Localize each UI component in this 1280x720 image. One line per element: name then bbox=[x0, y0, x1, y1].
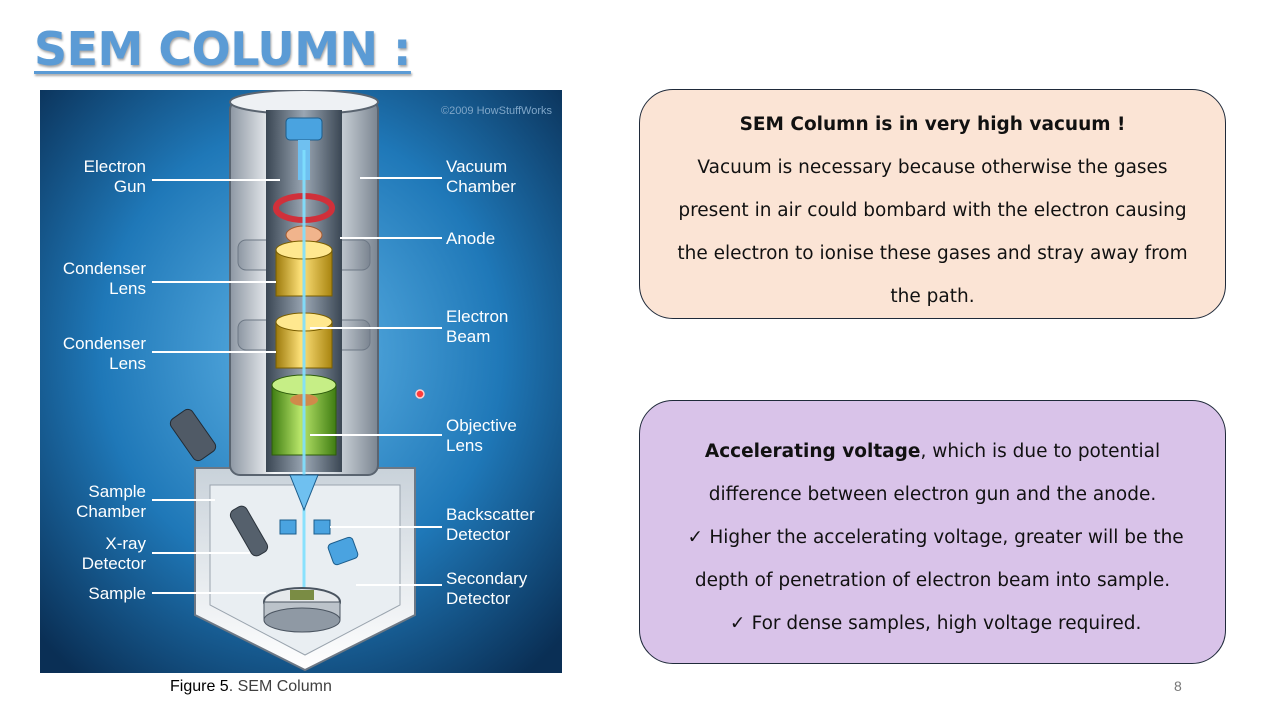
figure-caption: Figure 5. SEM Column bbox=[170, 678, 332, 696]
pointer-dot bbox=[415, 389, 425, 399]
label-anode: Anode bbox=[446, 229, 495, 248]
label-xray-detector-1: X-ray bbox=[105, 534, 146, 553]
label-electron-gun-1: Electron bbox=[84, 157, 146, 176]
voltage-lead-rest: , which is due to potential difference b… bbox=[708, 441, 1161, 505]
page-number: 8 bbox=[1174, 678, 1182, 694]
xray-detector-part bbox=[229, 505, 269, 557]
label-electron-beam-1: Electron bbox=[446, 307, 508, 326]
vacuum-info-box: SEM Column is in very high vacuum ! Vacu… bbox=[639, 89, 1226, 319]
label-condenser-lens-1a: Condenser bbox=[63, 259, 147, 278]
voltage-lead: Accelerating voltage, which is due to po… bbox=[658, 430, 1207, 516]
label-condenser-lens-2a: Condenser bbox=[63, 334, 147, 353]
label-vacuum-chamber-2: Chamber bbox=[446, 177, 516, 196]
figure-caption-label: Figure 5 bbox=[170, 678, 229, 695]
sem-column-figure: ©2009 HowStuffWorks Electron Gun Condens… bbox=[40, 90, 562, 673]
voltage-point-2: ✓For dense samples, high voltage require… bbox=[658, 602, 1207, 645]
label-sample: Sample bbox=[88, 584, 146, 603]
label-secondary-detector-1: Secondary bbox=[446, 569, 528, 588]
label-condenser-lens-2b: Lens bbox=[109, 354, 146, 373]
secondary-detector-part bbox=[327, 536, 359, 566]
label-electron-beam-2: Beam bbox=[446, 327, 490, 346]
label-backscatter-detector-1: Backscatter bbox=[446, 505, 535, 524]
check-mark-icon: ✓ bbox=[687, 527, 704, 548]
voltage-lead-bold: Accelerating voltage bbox=[704, 441, 921, 462]
figure-copyright: ©2009 HowStuffWorks bbox=[441, 105, 553, 117]
top-left-detector-part bbox=[169, 408, 217, 462]
label-sample-chamber-1: Sample bbox=[88, 482, 146, 501]
label-electron-gun-2: Gun bbox=[114, 177, 146, 196]
label-vacuum-chamber-1: Vacuum bbox=[446, 157, 507, 176]
label-objective-lens-2: Lens bbox=[446, 436, 483, 455]
pole-piece bbox=[289, 474, 319, 512]
figure-caption-text: . SEM Column bbox=[228, 678, 332, 695]
vacuum-box-body: Vacuum is necessary because otherwise th… bbox=[677, 157, 1188, 307]
label-backscatter-detector-2: Detector bbox=[446, 525, 511, 544]
check-mark-icon: ✓ bbox=[729, 613, 746, 634]
label-condenser-lens-1b: Lens bbox=[109, 279, 146, 298]
label-sample-chamber-2: Chamber bbox=[76, 502, 146, 521]
voltage-info-box: Accelerating voltage, which is due to po… bbox=[639, 400, 1226, 664]
voltage-point-1: ✓Higher the accelerating voltage, greate… bbox=[658, 516, 1207, 602]
slide-title: SEM COLUMN : bbox=[34, 22, 411, 76]
label-xray-detector-2: Detector bbox=[82, 554, 147, 573]
voltage-point-1-text: Higher the accelerating voltage, greater… bbox=[694, 527, 1184, 591]
label-objective-lens-1: Objective bbox=[446, 416, 517, 435]
voltage-point-2-text: For dense samples, high voltage required… bbox=[751, 613, 1142, 634]
sample-stage bbox=[263, 587, 341, 633]
leader-lines bbox=[152, 177, 442, 594]
vacuum-box-title: SEM Column is in very high vacuum ! bbox=[739, 114, 1126, 135]
backscatter-detector-part bbox=[279, 519, 331, 535]
label-secondary-detector-2: Detector bbox=[446, 589, 511, 608]
